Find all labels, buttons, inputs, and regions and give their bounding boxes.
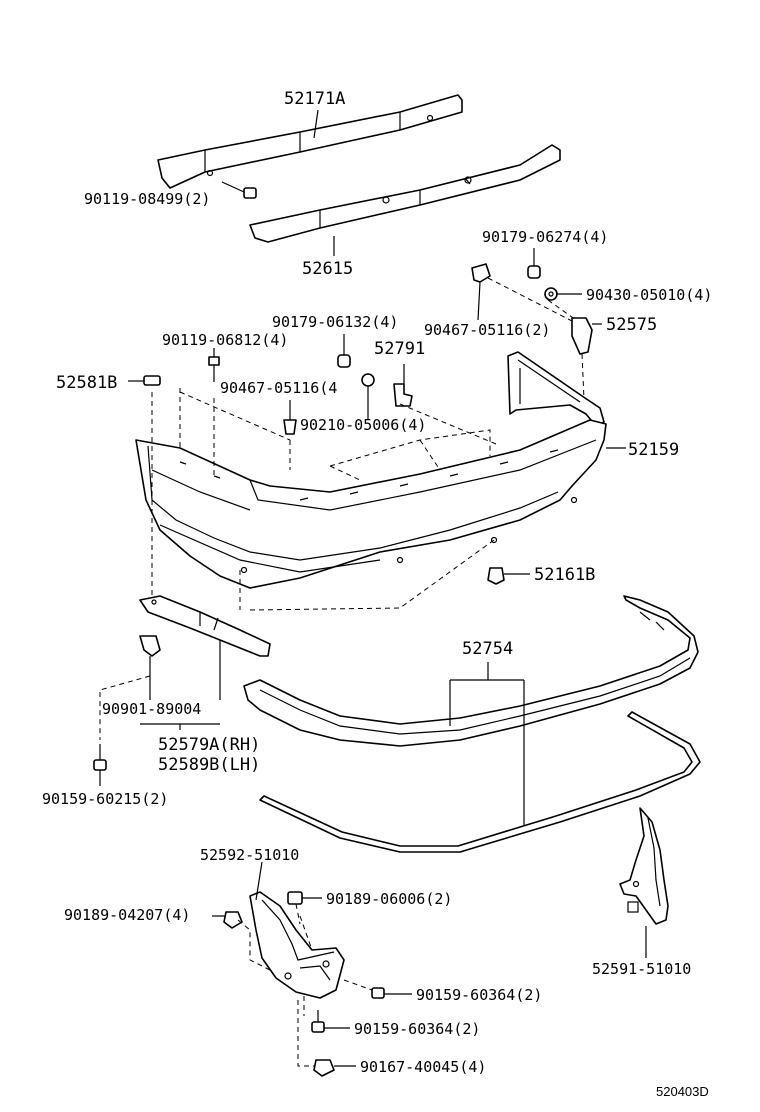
label-90189-04207: 90189-04207(4) [64,906,190,924]
moulding-strip [259,711,701,853]
bumper-cover-52159 [135,351,607,589]
bracket-52791-icon [393,364,413,407]
label-52754: 52754 [462,639,513,659]
label-90119-08499: 90119-08499(2) [84,190,210,208]
label-90467-05116-b: 90467-05116(4 [220,379,337,397]
washer-90430-05010-icon [544,287,582,301]
clip-90189-04207-icon [212,911,243,929]
rivet-90210-05006-icon [361,373,375,420]
mudguard-52591 [619,807,669,925]
label-90467-05116-a: 90467-05116(2) [424,321,550,339]
clip-52581b-icon [128,375,161,386]
label-52791: 52791 [374,339,425,359]
leaders-bracket [140,640,221,730]
leader-52592 [255,861,263,901]
label-52575: 52575 [606,315,657,335]
screw-90119-06812-icon [208,348,220,382]
clip-90467-05116b-icon [283,400,297,435]
bolt-90119-08499-icon [221,181,257,199]
label-52615: 52615 [302,259,353,279]
screw-90167-40045-icon [313,1059,356,1077]
screw-90159-60215-icon [93,744,107,786]
label-90189-06006: 90189-06006(2) [326,890,452,908]
label-52592-51010: 52592-51010 [200,846,299,864]
retainer-52575-icon [571,317,602,355]
label-90430-05010: 90430-05010(4) [586,286,712,304]
absorber-52615 [249,144,561,243]
label-90159-60364-a: 90159-60364(2) [416,986,542,1004]
clip-52161b-icon [487,567,530,585]
label-52591-51010: 52591-51010 [592,960,691,978]
label-52581b: 52581B [56,373,117,393]
label-52589b: 52589B(LH) [158,755,260,775]
label-52159: 52159 [628,440,679,460]
screw-90159-60364b-icon [311,1010,350,1033]
screw-90159-60364a-icon [371,987,412,999]
label-90159-60364-b: 90159-60364(2) [354,1020,480,1038]
reinforcement-52171a [157,94,463,189]
label-90159-60215: 90159-60215(2) [42,790,168,808]
label-52161b: 52161B [534,565,595,585]
nut-90179-06132-icon [337,334,351,368]
nut-90179-06274-icon [527,248,541,279]
label-52171a: 52171A [284,89,345,109]
label-90179-06274: 90179-06274(4) [482,228,608,246]
label-52579a: 52579A(RH) [158,735,260,755]
clip-90189-06006-icon [287,891,322,905]
label-90179-06132: 90179-06132(4) [272,313,398,331]
clip-90467-05116-icon [471,263,491,321]
diagram-code: 520403D [656,1084,709,1099]
leader-52171a [313,109,319,139]
label-90901-89004: 90901-89004 [102,700,201,718]
label-90167-40045: 90167-40045(4) [360,1058,486,1076]
retainer-90901-89004-icon [139,635,161,664]
leader-52754 [449,662,525,826]
mudguard-52592 [249,891,345,999]
side-bracket-52579a [139,595,271,657]
label-90119-06812: 90119-06812(4) [162,331,288,349]
moulding-52754 [243,595,699,747]
label-90210-05006: 90210-05006(4) [300,416,426,434]
